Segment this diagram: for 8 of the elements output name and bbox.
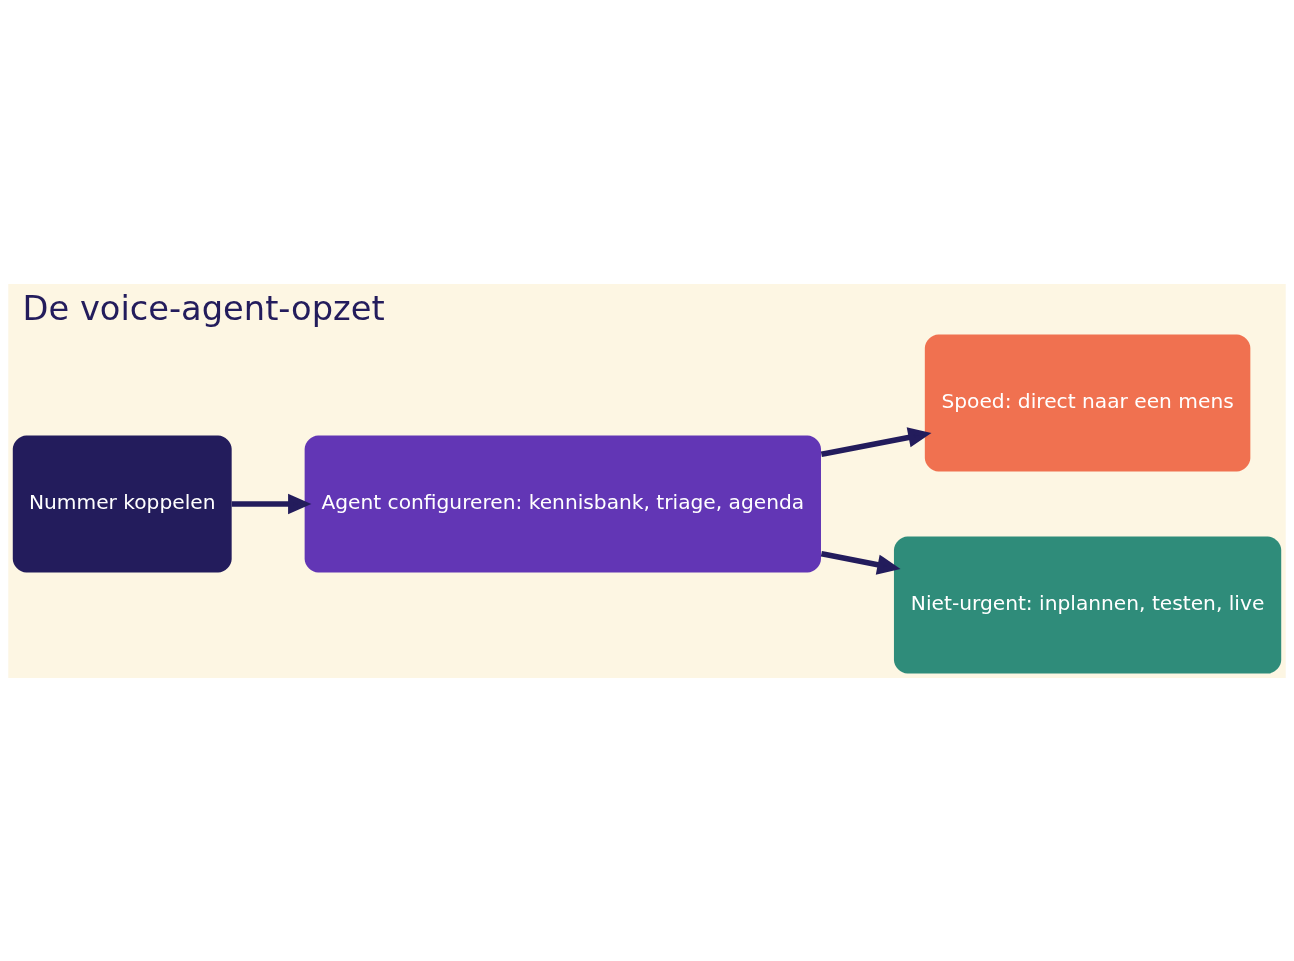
arrow: [820, 550, 901, 575]
arrow: [820, 426, 932, 457]
node-box: Nummer koppelen: [12, 435, 232, 572]
arrow: [231, 493, 312, 514]
node-box: Agent configureren: kennisbank, triage, agenda: [304, 435, 821, 572]
node-box: Spoed: direct naar een mens: [924, 334, 1251, 471]
node-box: Niet-urgent: inplannen, testen, live: [893, 536, 1282, 673]
diagram-title: De voice-agent-opzet: [22, 288, 385, 328]
